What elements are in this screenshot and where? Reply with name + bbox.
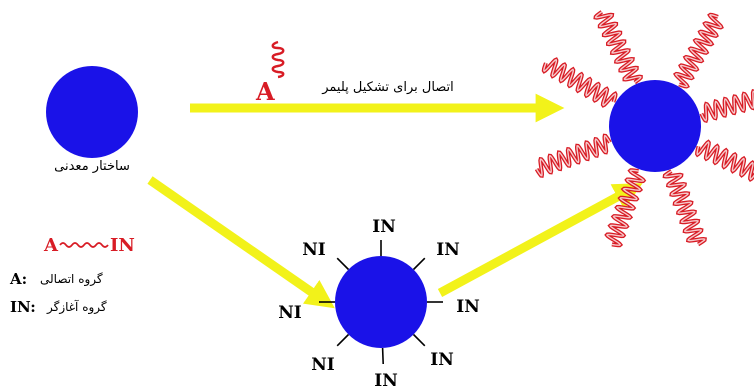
polymer-grafted-core	[609, 80, 701, 172]
polymer-chain-highlight	[543, 58, 617, 107]
anchor-letter: A	[255, 77, 275, 106]
initiator-label: NI	[302, 240, 326, 260]
anchored-polymer-coil-icon	[271, 40, 285, 79]
core-caption: ساختار معدنی	[54, 159, 130, 174]
inorganic-core	[46, 66, 138, 158]
top-arrow-caption: اتصال برای تشکیل پلیمر	[321, 80, 454, 95]
lower-right-arrow	[437, 183, 643, 297]
grafted-polymer-chains	[534, 10, 754, 248]
polymer-chain	[695, 139, 754, 182]
initiator-label: IN	[430, 350, 454, 370]
initiator-label: IN	[372, 217, 396, 237]
legend-in-key: IN:	[10, 298, 36, 316]
initiator-spoke	[412, 333, 426, 347]
polymer-chain-highlight	[696, 141, 754, 181]
initiator-label: IN	[436, 240, 460, 260]
initiator-labels: IN IN IN IN IN NI NI NI	[278, 217, 480, 387]
lower-left-arrow	[147, 176, 335, 309]
initiator-core	[335, 256, 427, 348]
legend-chain-end: IN	[110, 235, 135, 256]
legend-chain-start: A	[43, 235, 59, 256]
legend-wavy-chain-icon	[59, 242, 109, 248]
initiator-spoke	[336, 257, 350, 271]
legend-a-text: گروه اتصالی	[40, 272, 103, 287]
polymer-chain-highlight	[594, 11, 642, 84]
initiator-label: NI	[278, 303, 302, 323]
polymer-chain-highlight	[664, 170, 706, 245]
initiator-spoke	[381, 347, 384, 365]
initiator-label: IN	[374, 371, 398, 387]
initiator-spokes	[319, 240, 443, 365]
initiator-spoke	[336, 333, 350, 347]
polymer-chain-highlight	[536, 135, 611, 177]
polymer-chain-highlight	[674, 14, 723, 88]
legend-a-key: A:	[9, 270, 27, 288]
polymer-chain-highlight	[700, 90, 754, 122]
initiator-label: NI	[311, 355, 335, 375]
initiator-spoke	[412, 257, 426, 271]
initiator-label: IN	[456, 297, 480, 317]
polymer-chain-highlight	[605, 169, 645, 246]
legend-in-text: گروه آغازگر	[46, 299, 107, 315]
